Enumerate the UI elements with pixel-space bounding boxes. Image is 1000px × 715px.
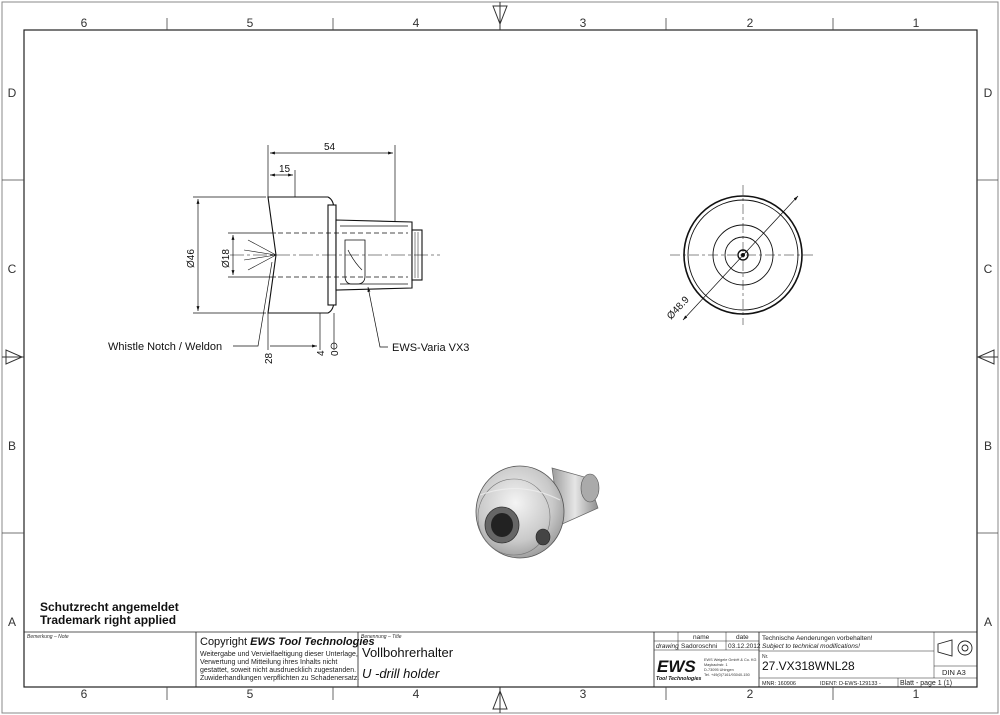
changes-de: Technische Aenderungen vorbehalten! — [762, 635, 873, 642]
dim-flange-length: 15 — [279, 164, 291, 175]
zone-col-top-6: 6 — [81, 16, 88, 30]
zone-col-bottom-2: 2 — [747, 687, 754, 701]
address-line-3: D-73095 Uhingen — [704, 668, 734, 672]
ews-logo: EWS Tool Technologies — [656, 657, 702, 682]
front-view-dimensions — [193, 145, 396, 350]
front-view — [230, 196, 440, 314]
zone-labels: 6 5 4 3 2 1 6 5 4 3 2 1 D C B A D C B A — [8, 16, 993, 701]
drawn-by: Sadoroschni — [681, 643, 717, 650]
dim-outer-diameter: Ø46 — [186, 249, 197, 268]
logo-subtitle: Tool Technologies — [656, 676, 702, 682]
paper-format: DIN A3 — [942, 668, 966, 677]
dim-overall-length: 54 — [324, 142, 336, 153]
title-de: Vollbohrerhalter — [362, 645, 454, 660]
zone-col-top-2: 2 — [747, 16, 754, 30]
title-en: U -drill holder — [362, 666, 440, 681]
callout-ews-varia: EWS-Varia VX3 — [392, 342, 469, 354]
zone-col-bottom-5: 5 — [247, 687, 254, 701]
zone-row-left-c: C — [8, 262, 17, 276]
zone-row-left-d: D — [8, 86, 17, 100]
zone-col-top-4: 4 — [413, 16, 420, 30]
zone-col-top-1: 1 — [913, 16, 920, 30]
number-label: Nr. — [762, 654, 768, 660]
callouts: Whistle Notch / Weldon EWS-Varia VX3 — [108, 341, 469, 354]
projection-symbol-icon — [937, 639, 973, 657]
address-line-4: Tel. +49(0)7161/93040-150 — [704, 673, 750, 677]
zone-row-right-b: B — [984, 439, 992, 453]
date-header: date — [736, 634, 749, 641]
drawn-date: 03.12.2012 — [728, 643, 761, 650]
copyright-line-2: Verwertung und Mitteilung ihres Inhalts … — [200, 659, 337, 666]
logo-text: EWS — [657, 657, 696, 676]
sheet-number: Blatt - page 1 (1) — [900, 680, 952, 687]
callout-whistle-notch: Whistle Notch / Weldon — [108, 341, 222, 353]
trademark-notice: Schutzrecht angemeldet Trademark right a… — [40, 600, 179, 627]
name-header: name — [693, 634, 710, 641]
dim-offset-4: 4 — [316, 350, 327, 356]
drawing-label: drawing — [656, 643, 679, 650]
address-line-2: Maybachstr. 1 — [704, 663, 728, 667]
changes-en: Subject to technical modifications! — [762, 643, 860, 650]
dim-offset-28: 28 — [264, 352, 275, 364]
notice-line-1: Schutzrecht angemeldet — [40, 600, 179, 614]
copyright-line-4: Zuwiderhandlungen verpflichten zu Schade… — [200, 675, 359, 682]
zone-col-bottom-1: 1 — [913, 687, 920, 701]
dim-side-diameter: Ø48.9 — [665, 294, 692, 322]
title-label: Benennung – Title — [361, 634, 402, 640]
zone-col-bottom-4: 4 — [413, 687, 420, 701]
front-view-dimension-texts: 54 15 Ø46 Ø18 28 4 0 — [186, 142, 341, 364]
dim-offset-0: 0 — [330, 350, 341, 356]
ident: IDENT: D-EWS-129133 - — [820, 681, 881, 687]
zone-row-right-c: C — [984, 262, 993, 276]
zone-row-right-a: A — [984, 615, 992, 629]
remark-label: Bemerkung – Note — [27, 634, 69, 640]
side-view — [670, 185, 816, 325]
zone-row-left-a: A — [8, 615, 16, 629]
isometric-render — [475, 465, 600, 559]
zone-col-bottom-6: 6 — [81, 687, 88, 701]
dim-bore-diameter: Ø18 — [221, 249, 232, 268]
copyright-line-1: Weitergabe und Vervielfaeltigung dieser … — [200, 651, 358, 658]
zone-row-right-d: D — [984, 86, 993, 100]
part-number: 27.VX318WNL28 — [762, 659, 855, 673]
zone-col-top-5: 5 — [247, 16, 254, 30]
copyright-heading: Copyright EWS Tool Technologies — [200, 636, 375, 648]
title-block: Bemerkung – Note Copyright EWS Tool Tech… — [24, 631, 977, 687]
zone-col-bottom-3: 3 — [580, 687, 587, 701]
zone-row-left-b: B — [8, 439, 16, 453]
notice-line-2: Trademark right applied — [40, 613, 176, 627]
mnr: MNR: 160906 — [762, 681, 796, 687]
copyright-line-3: gestattet, soweit nicht ausdruecklich zu… — [200, 667, 356, 674]
zone-col-top-3: 3 — [580, 16, 587, 30]
address-line-1: EWS Weigele GmbH & Co. KG — [704, 658, 757, 662]
